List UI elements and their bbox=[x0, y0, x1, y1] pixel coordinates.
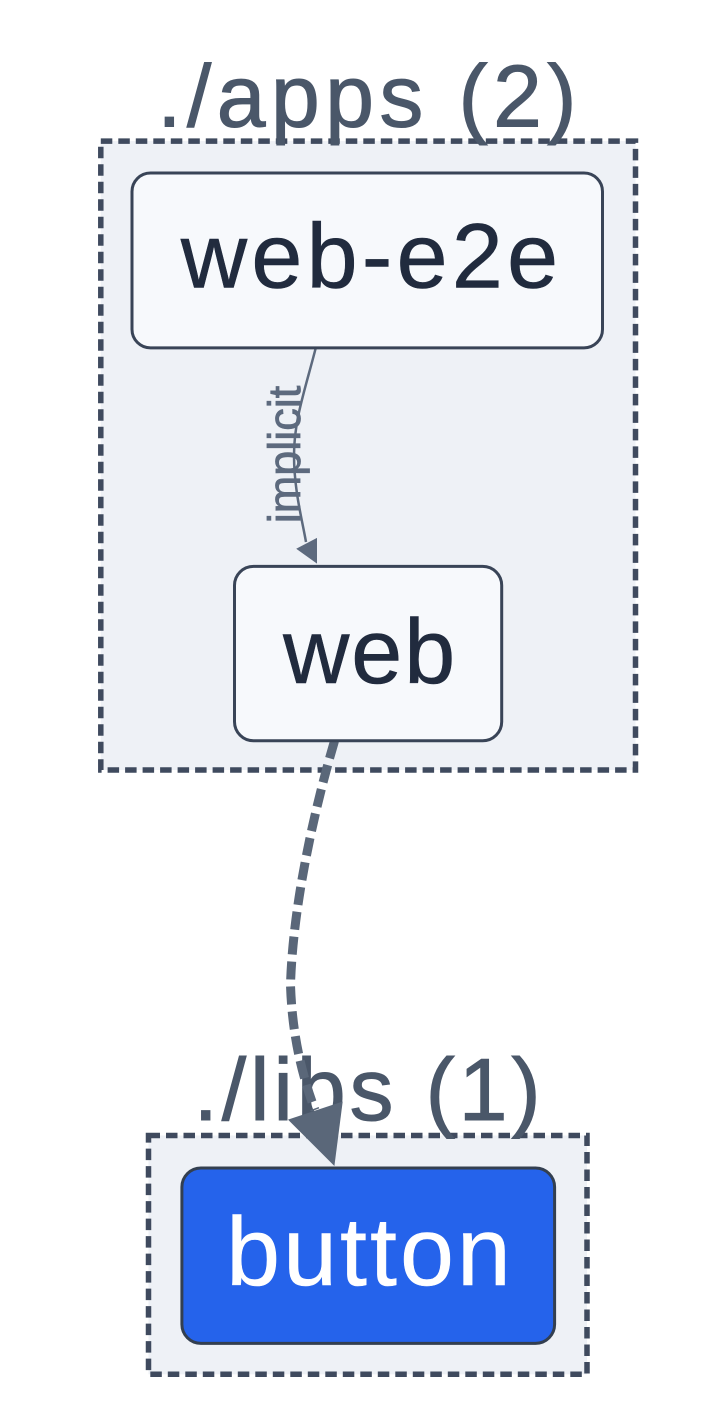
svg-text:web-e2e: web-e2e bbox=[180, 206, 563, 308]
svg-text:implicit: implicit bbox=[259, 385, 310, 523]
svg-text:./libs (1): ./libs (1) bbox=[194, 1040, 545, 1139]
svg-text:button: button bbox=[226, 1197, 514, 1306]
svg-text:./apps (2): ./apps (2) bbox=[157, 47, 582, 146]
svg-text:web: web bbox=[282, 601, 457, 703]
